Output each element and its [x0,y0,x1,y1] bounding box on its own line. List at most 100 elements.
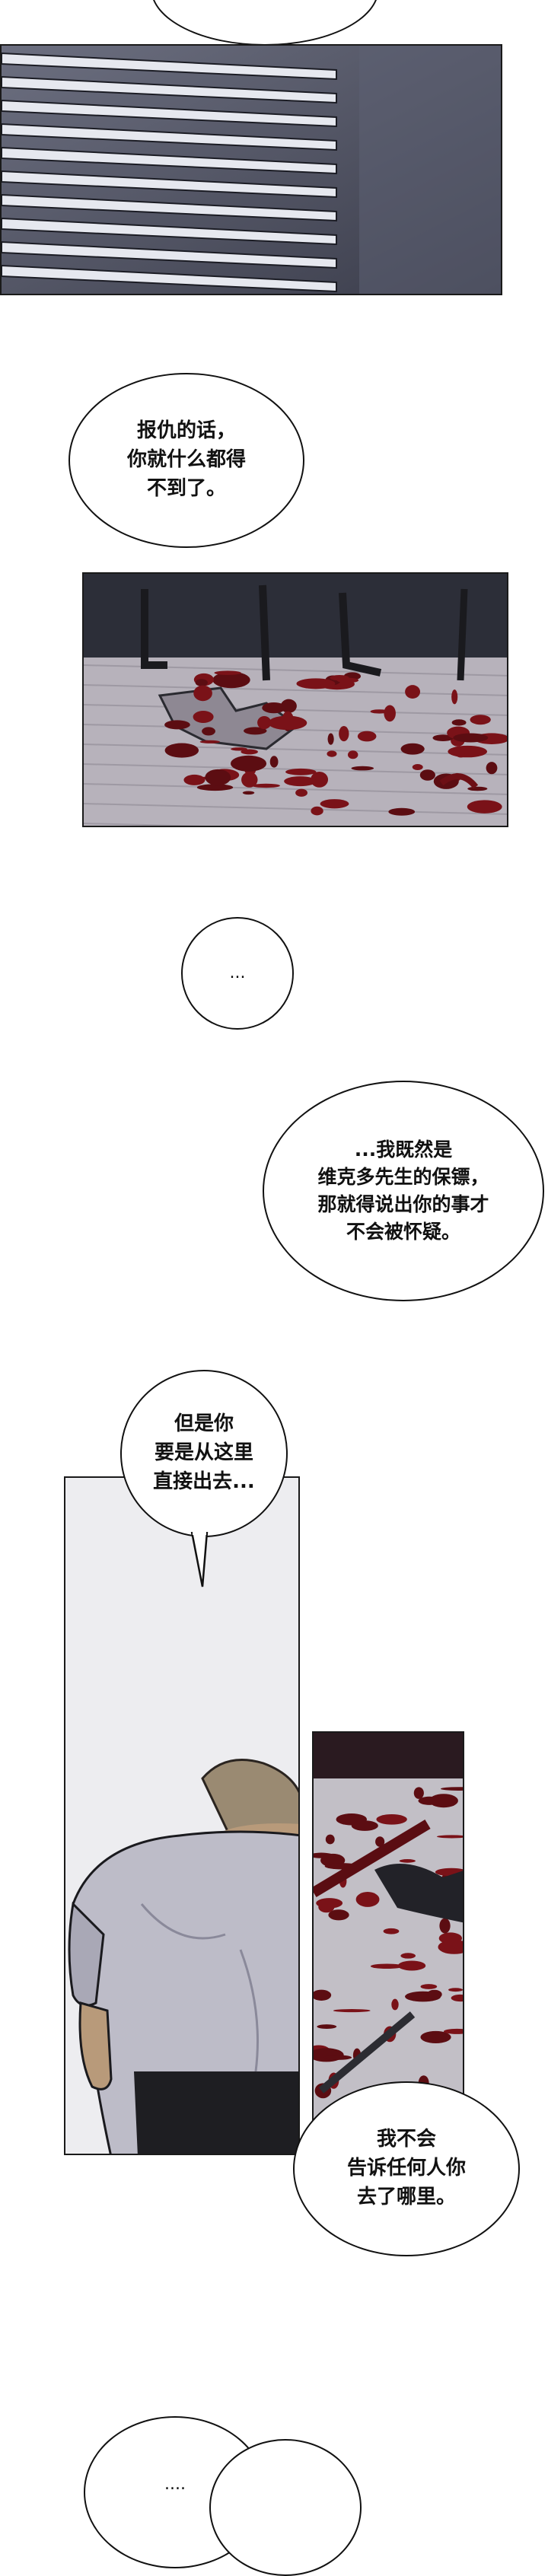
blood-splatter [339,726,349,742]
blind-slat [2,193,337,222]
blood-splatter [325,1834,335,1845]
floor-plank-line [84,783,507,795]
blood-splatter [241,749,258,755]
blood-splatter [443,2028,463,2034]
blood-splatter [357,731,377,742]
blood-splatter [405,685,421,699]
blood-splatter [205,769,231,786]
blind-slat [2,75,337,104]
blood-splatter [448,1988,463,1992]
speech-bubble-bottom-partial [209,2439,362,2576]
blood-splatter [323,2055,352,2060]
blood-splatter [347,750,358,759]
blood-splatter [436,1835,463,1839]
blood-splatter [397,1960,426,1971]
blood-splatter [269,756,279,768]
blood-splatter [467,786,488,791]
floor-plank-line [84,684,507,696]
blood-splatter [453,733,489,743]
blood-splatter [419,769,435,781]
speech-bubble-if-you-leave: 但是你 要是从这里 直接出去... [120,1370,288,1537]
blood-splatter [214,670,241,675]
blood-splatter [202,727,215,736]
blood-splatter [328,1909,349,1921]
blood-splatter [440,1787,463,1791]
blood-splatter [467,800,502,814]
blood-splatter [193,685,212,702]
blood-splatter [420,1984,438,1989]
floor-plank-line [84,823,206,826]
floor-plank-line [84,803,507,815]
speech-bubble-top-partial [151,0,379,46]
blood-splatter [262,702,286,714]
blood-splatter [399,1858,416,1863]
blood-splatter [355,1892,380,1907]
blood-splatter [351,766,374,771]
blood-splatter [199,740,220,744]
blood-splatter [241,772,258,788]
blood-splatter [195,679,208,686]
blood-splatter [336,677,359,683]
blood-splatter [314,1989,332,2001]
blood-splatter [311,772,329,788]
blood-splatter [420,2030,451,2043]
blood-splatter [295,788,307,797]
blood-splatter [412,764,423,771]
floor-plank-line [84,744,507,756]
blood-splatter [456,752,466,758]
bubble-tail [190,1532,209,1587]
blood-splatter [486,762,498,775]
blind-slat [2,170,337,199]
blood-splatter [311,806,323,816]
speech-bubble-revenge: 报仇的话， 你就什么都得 不到了。 [68,373,304,548]
blind-slat [2,240,337,269]
blood-splatter [327,750,337,757]
blood-splatter [429,1794,458,1808]
blind-slat [2,52,337,81]
blinds-illustration [2,46,501,294]
blood-splatter [231,755,267,772]
blood-splatter [432,734,454,742]
blood-splatter [252,783,280,788]
blood-splatter [383,1928,400,1934]
bubble-text: ... [229,963,246,983]
blood-splatter [327,733,334,745]
blood-splatter [451,689,458,705]
bubble-text: 但是你 要是从这里 直接出去... [153,1412,255,1493]
blood-splatter [320,799,349,809]
speech-bubble-bodyguard: ...我既然是 维克多先生的保镖， 那就得说出你的事才 不会被怀疑。 [263,1081,544,1301]
speech-bubble-wont-tell: 我不会 告诉任何人你 去了哪里。 [293,2081,520,2256]
panel-bloody-floor [82,572,508,827]
blood-splatter [448,745,487,758]
blood-splatter [284,776,317,787]
blood-splatter [384,705,396,722]
blind-slat [2,146,337,175]
blood-splatter [451,719,467,726]
blood-splatter [316,1898,343,1909]
blood-splatter [413,1787,424,1799]
blood-splatter [231,747,247,751]
bubble-text: 报仇的话， 你就什么都得 不到了。 [126,419,246,500]
blood-splatter [375,1836,385,1847]
blood-splatter [285,768,317,775]
man-illustration [65,1478,298,2154]
blind-slat [2,264,337,293]
floor-plank-line [84,704,507,716]
blood-splatter [333,2009,371,2013]
blood-splatter [388,807,416,816]
blood-splatter [376,1813,407,1825]
blood-splatter [370,1963,403,1969]
panel-window-blinds [0,44,502,295]
blood-splatter [242,791,255,795]
blood-splatter [296,678,336,689]
bubble-text: 我不会 告诉任何人你 去了哪里。 [346,2128,466,2208]
blood-splatter [164,720,190,730]
blood-splatter [193,710,214,724]
blood-splatter [183,774,206,785]
blind-slat [2,123,337,151]
blood-splatter [391,1998,399,2011]
blood-splatter [400,743,425,755]
blood-splatter [317,2024,337,2029]
blood-splatter [196,784,234,791]
blind-slat [2,99,337,128]
